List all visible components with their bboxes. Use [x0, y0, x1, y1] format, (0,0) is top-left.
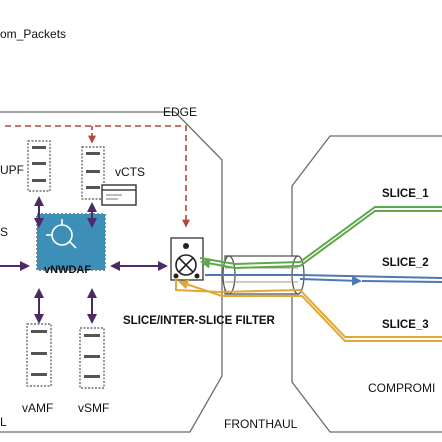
left-s-label: S — [0, 225, 8, 239]
vsmf-server-icon — [79, 327, 105, 389]
vamf-server-icon — [26, 323, 52, 387]
purple-arrows — [0, 196, 168, 324]
upf-server-icon — [27, 140, 51, 192]
fronthaul-label: FRONTHAUL — [224, 417, 298, 431]
edge-label: EDGE — [163, 105, 197, 119]
top-label: om_Packets — [0, 27, 66, 41]
filter-icon — [170, 237, 204, 281]
vcts-server-icon — [81, 146, 105, 200]
bottom-left-label: L — [0, 415, 7, 429]
slice-2-line — [205, 274, 442, 286]
slice-1-line — [199, 206, 442, 270]
vcts-label: vCTS — [115, 165, 145, 179]
filter-label: SLICE/INTER-SLICE FILTER — [123, 315, 276, 327]
vsmf-label: vSMF — [78, 401, 109, 415]
window-icon — [101, 184, 137, 206]
compromised-label: COMPROMI — [368, 381, 435, 395]
slice-3-line — [175, 278, 442, 342]
vnwdaf-box — [36, 213, 106, 271]
slice-1-label: SLICE_1 — [382, 188, 429, 200]
edge-region — [0, 111, 223, 433]
slice-3-label: SLICE_3 — [382, 319, 429, 331]
upf-label: UPF — [0, 163, 24, 177]
edge-dashed-line — [5, 125, 190, 228]
vamf-label: vAMF — [22, 401, 53, 415]
vnwdaf-label: vNWDAF — [44, 264, 91, 276]
slice-2-label: SLICE_2 — [382, 257, 429, 269]
